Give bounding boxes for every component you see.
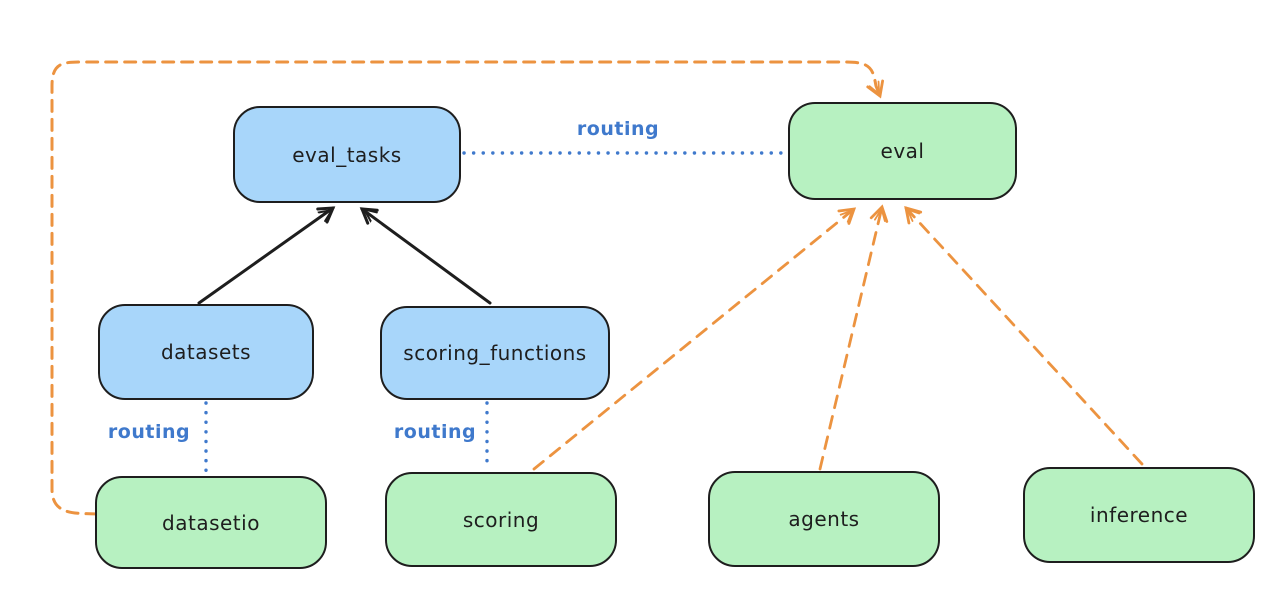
node-scoring: scoring [385,472,617,567]
routing-label-top: routing [576,118,660,140]
edge-scoring_functions-eval_tasks [362,209,492,305]
node-agents: agents [708,471,940,567]
node-eval-label: eval [880,139,925,163]
edge-datasets-eval_tasks [197,208,333,305]
node-scoring-label: scoring [462,507,540,532]
node-eval: eval [788,102,1017,200]
edge-scoring-eval [532,207,857,471]
node-inference-label: inference [1089,503,1189,527]
node-scoring-functions: scoring_functions [380,306,610,400]
edge-agents-eval [818,204,889,471]
edge-inference-eval [904,206,1144,466]
node-datasetio-label: datasetio [162,510,260,535]
routing-label-scoring: routing [393,421,477,443]
node-datasets: datasets [98,304,314,400]
node-agents-label: agents [788,507,860,531]
node-eval-tasks-label: eval_tasks [292,142,402,167]
node-scoring-functions-label: scoring_functions [403,341,587,365]
node-datasets-label: datasets [160,340,252,364]
node-eval-tasks: eval_tasks [233,106,461,203]
routing-label-datasets: routing [107,421,191,443]
node-datasetio: datasetio [95,476,327,569]
node-inference: inference [1023,467,1255,563]
edge-datasetio-eval [50,60,884,516]
